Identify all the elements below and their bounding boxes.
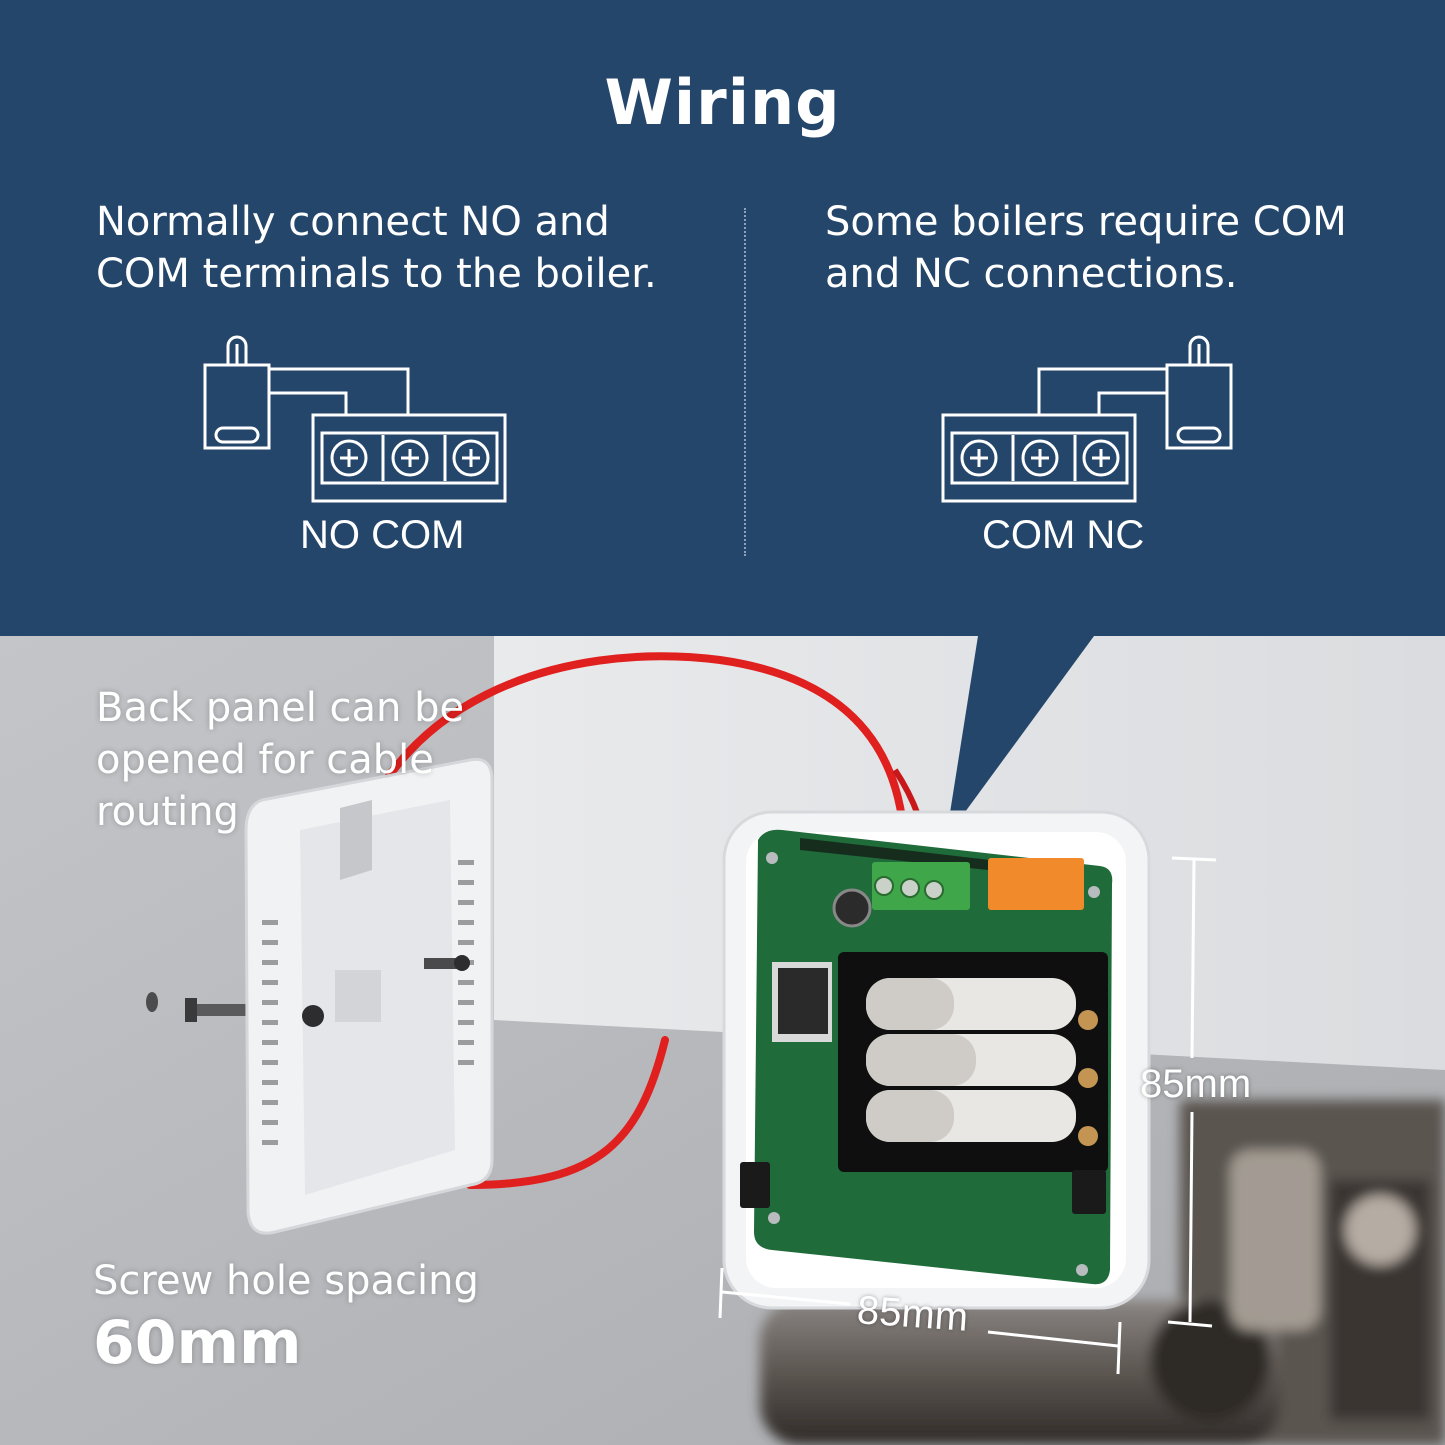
boiler-switch-icon — [1165, 335, 1233, 450]
screw-terminal-icon — [391, 439, 429, 477]
capacitor — [832, 888, 872, 928]
width-dimension-label: 85mm — [855, 1288, 970, 1340]
screw-spacing-label: Screw hole spacing — [93, 1255, 479, 1307]
caption-line: routing — [96, 789, 239, 835]
boiler-switch-icon — [203, 335, 271, 450]
panel-screw — [424, 955, 470, 971]
no-com-wiring-diagram — [203, 335, 507, 503]
screw-terminal-icon — [452, 439, 490, 477]
panel-divider — [744, 208, 746, 556]
batteries — [866, 978, 1098, 1146]
callout-pointer — [946, 636, 1094, 838]
red-wire — [341, 652, 909, 884]
caption-line: Back panel can be — [96, 685, 465, 731]
chip — [778, 968, 828, 1034]
terminal-block — [872, 862, 970, 910]
screw-terminal-icon — [1082, 439, 1120, 477]
caption-line: opened for cable — [96, 737, 434, 783]
right-instruction-line: Some boilers require COM — [825, 199, 1347, 245]
screw-terminal-icon — [960, 439, 998, 477]
thermostat-device — [722, 810, 1151, 1310]
red-wire — [466, 1036, 669, 1189]
no-com-label: NO COM — [300, 513, 465, 557]
dimension-lines — [718, 856, 1217, 1375]
left-instruction-line: COM terminals to the boiler. — [96, 251, 657, 297]
wall-screw — [185, 998, 250, 1022]
relay — [988, 858, 1084, 910]
back-panel — [244, 757, 494, 1235]
screw-terminal-icon — [330, 439, 368, 477]
back-panel-caption: Back panel can be opened for cable routi… — [96, 682, 464, 838]
panel-screw — [302, 1005, 324, 1027]
terminal-block-icon — [941, 413, 1137, 503]
terminal-block-icon — [311, 413, 507, 503]
left-instruction-line: Normally connect NO and — [96, 199, 610, 245]
product-installation-scene — [0, 636, 1445, 1445]
wire-path — [269, 367, 410, 414]
right-instruction-line: and NC connections. — [825, 251, 1238, 297]
left-instruction: Normally connect NO and COM terminals to… — [96, 196, 657, 300]
background-pipes — [760, 1100, 1445, 1445]
height-dimension-label: 85mm — [1140, 1062, 1252, 1106]
com-nc-wiring-diagram — [941, 335, 1233, 503]
screw-terminal-icon — [1021, 439, 1059, 477]
right-instruction: Some boilers require COM and NC connecti… — [825, 196, 1347, 300]
wiring-header-panel: Wiring Normally connect NO and COM termi… — [0, 0, 1445, 636]
page-title: Wiring — [604, 66, 841, 139]
screw-spacing-value: 60mm — [93, 1308, 302, 1378]
screw-spacing-text: Screw hole spacing — [93, 1258, 479, 1304]
wire-path — [1037, 367, 1167, 414]
com-nc-label: COM NC — [982, 513, 1145, 557]
wall-screw-hole — [146, 992, 158, 1012]
